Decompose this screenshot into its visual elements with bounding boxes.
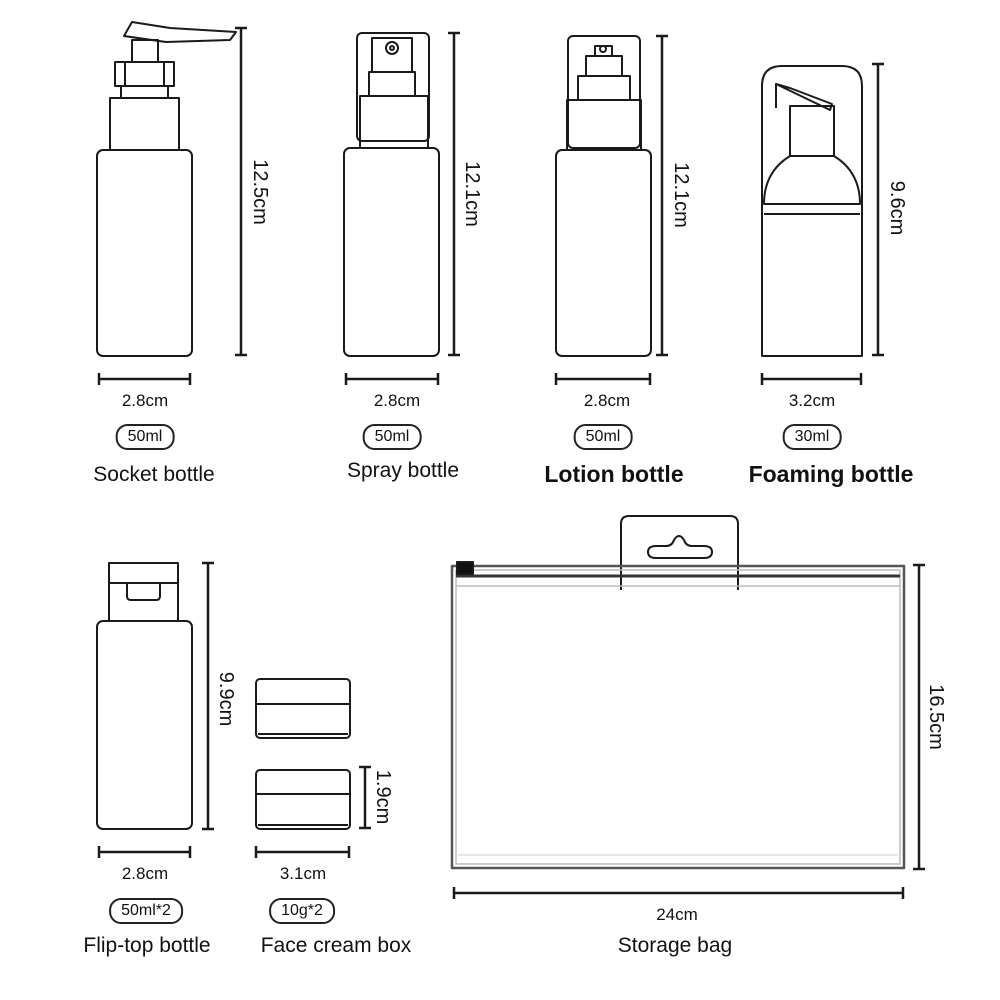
foaming-capacity-badge: 30ml <box>782 424 842 450</box>
socket-bottle-title: Socket bottle <box>93 463 215 486</box>
fliptop-capacity-badge: 50ml*2 <box>109 898 183 924</box>
spray-capacity-badge: 50ml <box>362 424 422 450</box>
spray-bottle-illustration <box>343 32 440 357</box>
face-cream-box-illustration <box>255 678 351 830</box>
cream-height-label: 1.9cm <box>372 769 394 825</box>
foaming-width-label: 3.2cm <box>788 391 836 410</box>
cream-width-label: 3.1cm <box>279 864 327 883</box>
socket-width-label: 2.8cm <box>121 391 169 410</box>
lotion-bottle-illustration <box>555 35 652 357</box>
fliptop-bottle-illustration <box>96 562 193 830</box>
foaming-bottle-illustration <box>761 65 863 357</box>
face-cream-box-title: Face cream box <box>260 934 412 957</box>
fliptop-width-label: 2.8cm <box>121 864 169 883</box>
socket-height-label: 12.5cm <box>249 159 271 225</box>
cream-capacity-badge: 10g*2 <box>269 898 335 924</box>
lotion-bottle-title: Lotion bottle <box>544 461 684 487</box>
bag-height-label: 16.5cm <box>925 684 947 750</box>
socket-bottle-illustration <box>96 21 237 357</box>
lotion-width-label: 2.8cm <box>583 391 631 410</box>
socket-capacity-badge: 50ml <box>115 424 175 450</box>
fliptop-height-label: 9.9cm <box>215 671 237 727</box>
spray-bottle-title: Spray bottle <box>346 459 460 482</box>
foaming-bottle-title: Foaming bottle <box>748 461 914 487</box>
storage-bag-title: Storage bag <box>617 934 733 957</box>
fliptop-bottle-title: Flip-top bottle <box>83 934 211 957</box>
spray-width-label: 2.8cm <box>373 391 421 410</box>
dimension-lines <box>97 26 925 899</box>
bag-width-label: 24cm <box>656 905 698 924</box>
lotion-capacity-badge: 50ml <box>573 424 633 450</box>
spray-height-label: 12.1cm <box>461 161 483 227</box>
foaming-height-label: 9.6cm <box>886 180 908 236</box>
lotion-height-label: 12.1cm <box>670 162 692 228</box>
storage-bag-illustration <box>450 515 906 870</box>
